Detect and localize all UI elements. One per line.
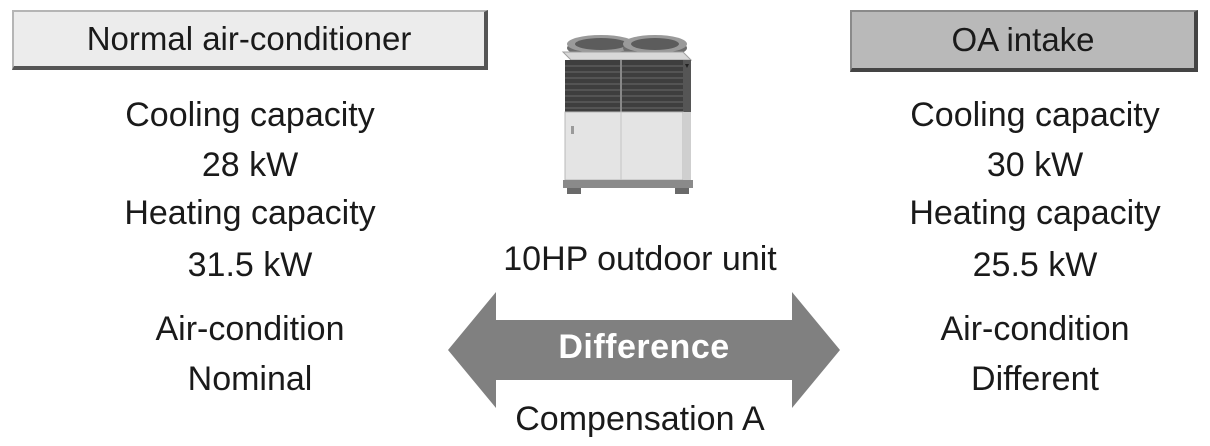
difference-arrow: Difference — [448, 290, 840, 410]
oa-intake-header: OA intake — [850, 10, 1198, 72]
right-condition-label: Air-condition — [940, 310, 1130, 348]
right-heating-label: Heating capacity — [909, 194, 1161, 232]
left-cooling-label: Cooling capacity — [125, 96, 375, 134]
right-heating-value: 25.5 kW — [972, 246, 1098, 284]
right-cooling-value: 30 kW — [986, 146, 1084, 184]
outdoor-unit-image — [561, 35, 693, 194]
left-heating-value: 31.5 kW — [187, 246, 313, 284]
double-arrow-icon — [448, 292, 840, 408]
normal-air-conditioner-header: Normal air-conditioner — [12, 10, 488, 70]
right-spec-column: Cooling capacity 30 kW Heating capacity … — [850, 0, 1210, 446]
left-condition-value: Nominal — [187, 360, 313, 398]
left-spec-column: Cooling capacity 28 kW Heating capacity … — [40, 0, 460, 446]
right-cooling-label: Cooling capacity — [910, 96, 1160, 134]
difference-label: Difference — [558, 328, 730, 366]
left-heating-label: Heating capacity — [124, 194, 376, 232]
right-condition-value: Different — [971, 360, 1099, 398]
outdoor-unit-caption: 10HP outdoor unit — [503, 240, 777, 278]
left-cooling-value: 28 kW — [201, 146, 299, 184]
normal-air-conditioner-header-text: Normal air-conditioner — [86, 20, 412, 57]
left-condition-label: Air-condition — [155, 310, 345, 348]
compensation-label: Compensation A — [515, 400, 765, 438]
oa-intake-header-text: OA intake — [951, 21, 1095, 58]
